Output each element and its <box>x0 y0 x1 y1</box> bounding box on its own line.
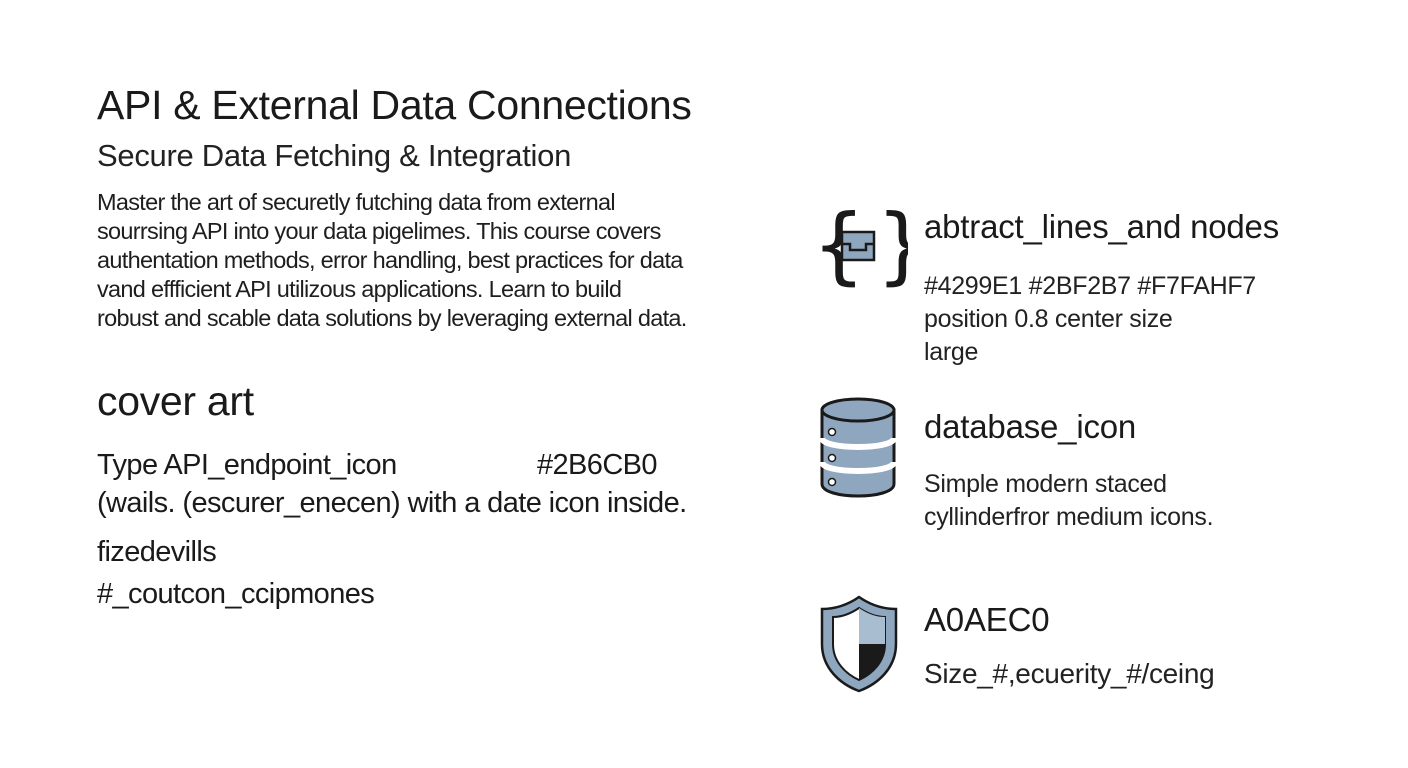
description-line: robust and scable data solutions by leve… <box>97 305 687 331</box>
course-description: Master the art of securetly futching dat… <box>97 188 687 333</box>
icon-detail-line: position 0.8 center size <box>924 305 1173 333</box>
icon-title: abtract_lines_and nodes <box>924 208 1280 245</box>
database-icon <box>819 397 897 498</box>
cover-art-line3: fizedevills <box>97 536 217 568</box>
cover-art-type: Type API_endpoint_icon <box>97 449 397 481</box>
braces-envelope-icon: { } <box>812 198 908 290</box>
icon-title: A0AEC0 <box>924 601 1050 638</box>
page-subtitle: Secure Data Fetching & Integration <box>97 138 572 173</box>
icon-detail-line: large <box>924 338 979 366</box>
icon-detail-line: Size_#,ecuerity_#/ceing <box>924 658 1215 689</box>
cover-art-heading: cover art <box>97 378 254 424</box>
description-line: Master the art of securetly futching dat… <box>97 189 616 215</box>
icon-detail-line: #4299E1 #2BF2B7 #F7FAHF7 <box>924 272 1256 300</box>
icon-details: #4299E1 #2BF2B7 #F7FAHF7 position 0.8 ce… <box>924 270 1256 369</box>
icon-details: Size_#,ecuerity_#/ceing <box>924 657 1215 690</box>
icon-title: database_icon <box>924 408 1137 445</box>
cover-art-color: #2B6CB0 <box>537 449 658 481</box>
cover-art-line2: (wails. (escurer_enecen) with a date ico… <box>97 487 687 519</box>
page-title: API & External Data Connections <box>97 82 692 128</box>
svg-text:}: } <box>876 198 908 290</box>
icon-detail-line: Simple modern staced <box>924 470 1167 498</box>
description-line: vand effficient API utilizous applicatio… <box>97 276 622 302</box>
icon-detail-line: cyllinderfror medium icons. <box>924 503 1214 531</box>
description-line: authentation methods, error handling, be… <box>97 247 683 273</box>
description-line: sourrsing API into your data pigelimes. … <box>97 218 661 244</box>
cover-art-line4: #_coutcon_ccipmones <box>97 578 375 610</box>
icon-details: Simple modern staced cyllinderfror mediu… <box>924 468 1214 534</box>
shield-icon <box>820 595 898 693</box>
